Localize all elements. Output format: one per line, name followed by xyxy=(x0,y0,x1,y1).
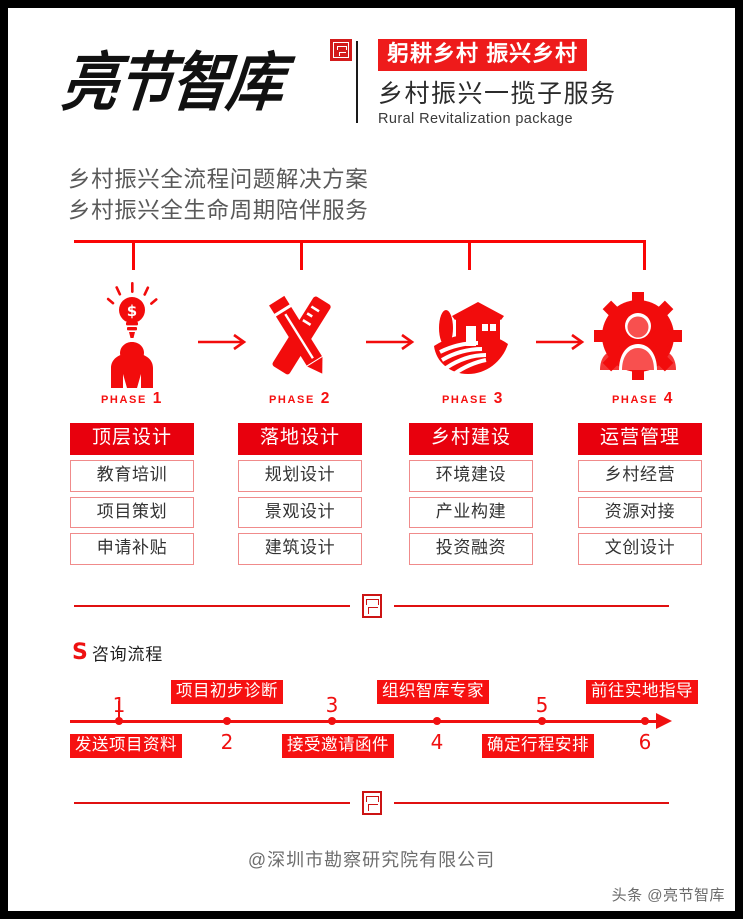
phase-label-1: PHASE 1 xyxy=(100,390,164,407)
brand-calligraphy-logo: 亮节智库 xyxy=(58,44,286,120)
timeline-label-1[interactable]: 发送项目资料 xyxy=(70,734,182,758)
ruler-pencil-design-icon xyxy=(269,295,331,375)
column-4-item-1[interactable]: 乡村经营 xyxy=(578,459,702,492)
phase-arrow-2 xyxy=(362,330,422,354)
phase-arrow-1 xyxy=(194,330,254,354)
subtitle-block: 乡村振兴全流程问题解决方案 乡村振兴全生命周期陪伴服务 xyxy=(68,164,368,226)
tagline-banner: 躬耕乡村 振兴乡村 xyxy=(378,39,588,71)
timeline-dot-1 xyxy=(115,717,123,725)
bracket-drop-3 xyxy=(468,240,471,270)
timeline-dot-3 xyxy=(328,717,336,725)
service-column-1: 顶层设计 教育培训 项目策划 申请补贴 xyxy=(70,423,194,565)
phase-bracket-connector xyxy=(74,240,646,276)
service-title-cn: 乡村振兴一揽子服务 xyxy=(378,79,617,108)
timeline-number-1: 1 xyxy=(112,693,126,717)
consultation-timeline: 1 发送项目资料 2 项目初步诊断 3 接受邀请函件 4 组织智库专家 5 确定… xyxy=(8,676,735,776)
arrow-right-icon xyxy=(536,333,585,351)
phase-1-icon-cell: $ xyxy=(72,278,192,390)
bracket-horizontal-line xyxy=(74,240,646,243)
column-2-item-2[interactable]: 景观设计 xyxy=(238,496,362,529)
timeline-number-2: 2 xyxy=(220,730,234,754)
timeline-label-6[interactable]: 前往实地指导 xyxy=(586,680,698,704)
gear-people-team-icon xyxy=(594,292,682,380)
phase-3-icon-cell xyxy=(408,278,528,390)
process-section-title: S 咨询流程 xyxy=(72,640,163,665)
timeline-label-3[interactable]: 接受邀请函件 xyxy=(282,734,394,758)
phase-label-2: PHASE 2 xyxy=(268,390,332,407)
bracket-drop-4 xyxy=(643,240,646,270)
column-3-item-1[interactable]: 环境建设 xyxy=(409,459,533,492)
phase-label-4: PHASE 4 xyxy=(611,390,675,407)
column-4-item-3[interactable]: 文创设计 xyxy=(578,533,702,565)
phase-4-icon-cell xyxy=(578,278,698,390)
timeline-arrowhead-icon xyxy=(656,713,672,729)
divider-line-left-2 xyxy=(74,801,350,805)
service-column-2: 落地设计 规划设计 景观设计 建筑设计 xyxy=(238,423,362,565)
watermark-label: 头条 @亮节智库 xyxy=(611,887,725,904)
phase-label-row: PHASE 1 PHASE 2 PHASE 3 PHASE 4 xyxy=(8,390,735,414)
phase-label-3: PHASE 3 xyxy=(441,390,505,407)
timeline-dot-5 xyxy=(538,717,546,725)
column-1-item-3[interactable]: 申请补贴 xyxy=(70,533,194,565)
timeline-label-5[interactable]: 确定行程安排 xyxy=(482,734,594,758)
header-right-block: 躬耕乡村 振兴乡村 乡村振兴一揽子服务 Rural Revitalization… xyxy=(378,37,617,127)
column-1-header: 顶层设计 xyxy=(70,423,194,455)
seal-stamp-icon xyxy=(330,39,352,61)
arrow-right-icon xyxy=(198,333,247,351)
column-4-item-2[interactable]: 资源对接 xyxy=(578,496,702,529)
service-title-en: Rural Revitalization package xyxy=(378,110,573,127)
timeline-label-4[interactable]: 组织智库专家 xyxy=(377,680,489,704)
timeline-tick-1 xyxy=(118,701,120,721)
lightbulb-idea-person-icon: $ xyxy=(106,282,158,388)
column-1-item-2[interactable]: 项目策划 xyxy=(70,496,194,529)
poster-header: 亮节智库 躬耕乡村 振兴乡村 乡村振兴一揽子服务 Rural Revitaliz… xyxy=(8,22,735,142)
column-2-header: 落地设计 xyxy=(238,423,362,455)
farm-house-field-icon xyxy=(434,302,508,376)
timeline-label-2[interactable]: 项目初步诊断 xyxy=(171,680,283,704)
bracket-drop-2 xyxy=(300,240,303,270)
svg-text:$: $ xyxy=(127,302,137,320)
phase-2-icon-cell xyxy=(240,278,360,390)
column-3-header: 乡村建设 xyxy=(409,423,533,455)
timeline-number-6: 6 xyxy=(638,730,652,754)
column-1-item-1[interactable]: 教育培训 xyxy=(70,459,194,492)
divider-top xyxy=(74,589,669,623)
timeline-number-3: 3 xyxy=(325,693,339,717)
subtitle-line-2: 乡村振兴全生命周期陪伴服务 xyxy=(68,198,369,224)
column-2-item-1[interactable]: 规划设计 xyxy=(238,459,362,492)
service-column-3: 乡村建设 环境建设 产业构建 投资融资 xyxy=(409,423,533,565)
service-columns: 顶层设计 教育培训 项目策划 申请补贴 落地设计 规划设计 景观设计 建筑设计 … xyxy=(8,423,735,573)
divider-bottom xyxy=(74,786,669,820)
column-3-item-2[interactable]: 产业构建 xyxy=(409,496,533,529)
column-2-item-3[interactable]: 建筑设计 xyxy=(238,533,362,565)
seal-ornament-icon xyxy=(361,592,383,620)
arrow-right-icon xyxy=(366,333,415,351)
timeline-dot-4 xyxy=(433,717,441,725)
bracket-drop-1 xyxy=(132,240,135,270)
s-logo-mark-icon: S xyxy=(72,639,88,665)
process-section-title-text: 咨询流程 xyxy=(91,645,164,664)
footer-credit: @深圳市勘察研究院有限公司 xyxy=(247,850,496,870)
timeline-number-4: 4 xyxy=(430,730,444,754)
divider-line-right-2 xyxy=(393,801,669,805)
poster-canvas: 亮节智库 躬耕乡村 振兴乡村 乡村振兴一揽子服务 Rural Revitaliz… xyxy=(8,8,735,911)
seal-ornament-icon-2 xyxy=(361,789,383,817)
timeline-number-5: 5 xyxy=(535,693,549,717)
brand-block: 亮节智库 xyxy=(58,27,352,137)
subtitle-line-1: 乡村振兴全流程问题解决方案 xyxy=(68,167,369,192)
phase-arrow-3 xyxy=(532,330,592,354)
divider-line-right xyxy=(393,604,669,608)
header-vertical-divider xyxy=(356,41,358,123)
phase-icon-row: $ xyxy=(8,278,735,408)
timeline-dot-6 xyxy=(641,717,649,725)
column-3-item-3[interactable]: 投资融资 xyxy=(409,533,533,565)
service-column-4: 运营管理 乡村经营 资源对接 文创设计 xyxy=(578,423,702,565)
column-4-header: 运营管理 xyxy=(578,423,702,455)
divider-line-left xyxy=(74,604,350,608)
timeline-axis xyxy=(70,720,660,723)
timeline-dot-2 xyxy=(223,717,231,725)
